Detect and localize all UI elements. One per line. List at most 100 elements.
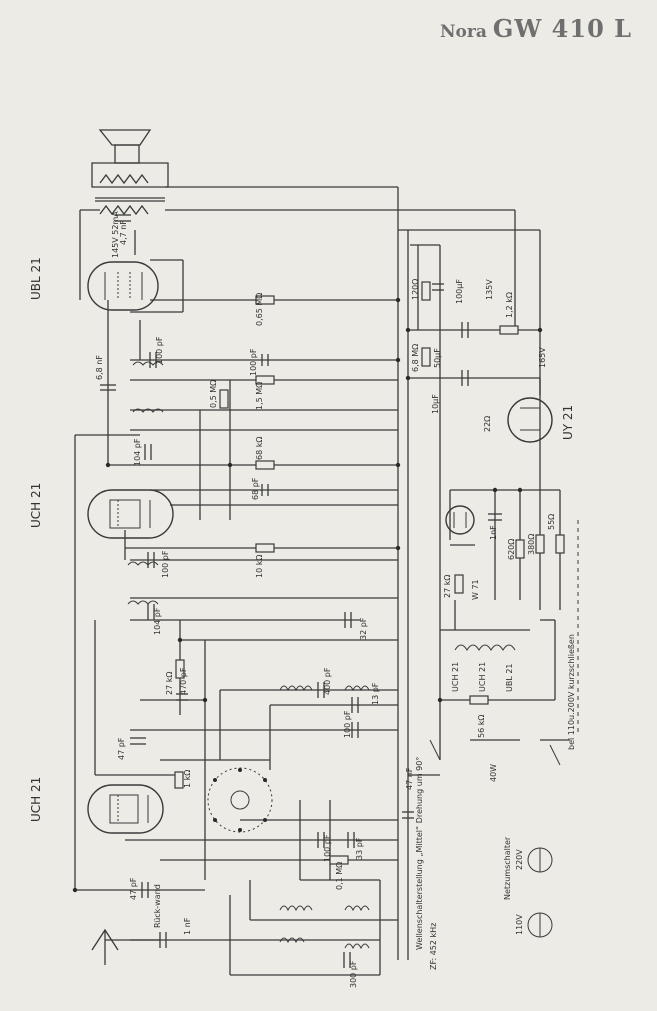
zf-note: ZF: 452 kHz [429, 923, 438, 970]
label-r56k: 56 kΩ [477, 715, 486, 738]
rf-coil-1 [279, 905, 313, 912]
if-coil-1 [132, 361, 164, 366]
potentiometer-05m[interactable] [219, 389, 229, 409]
label-r27k: 27 kΩ [165, 672, 174, 695]
label-c400pf: 400 pF [323, 667, 332, 695]
tube-label-uy21: UY 21 [561, 405, 575, 440]
tube-label-ubl21: UBL 21 [29, 257, 43, 300]
label-lamp-uch: UCH 21 [451, 662, 460, 692]
label-r68k: 68 kΩ [255, 437, 264, 460]
label-c50uf: 50µF [433, 348, 442, 368]
label-c32pf: 32 pF [359, 617, 368, 640]
label-v165: 165V [538, 347, 547, 368]
wave-switch-note: Wellenschalterstellung „Mittel“ Drehung … [415, 757, 424, 950]
resistor-68m [421, 347, 431, 367]
label-c68pf: 68 pF [251, 477, 260, 500]
label-fuse: 40W [489, 764, 498, 782]
label-c100pf-e: 100 pF [323, 834, 332, 862]
label-current: 145V 52mA [111, 211, 120, 258]
label-c100pf-b: 100 pF [155, 336, 164, 364]
label-c47pf: 47 pF [117, 737, 126, 760]
resistors [174, 281, 565, 865]
label-c300pf: 300 pF [349, 960, 358, 988]
label-220v: 220V [515, 849, 524, 870]
label-c100pf-c: 100 pF [161, 550, 170, 578]
label-c10uf: 10µF [431, 394, 440, 414]
capacitors [100, 214, 502, 968]
speaker-cone [98, 129, 152, 146]
resistor-27k-b [454, 574, 464, 594]
label-dial-lamp: W 71 [471, 579, 480, 600]
label-r620: 620Ω [507, 539, 516, 560]
label-r1k: 1 kΩ [183, 770, 192, 788]
resistor-27k [175, 659, 185, 679]
tube-label-uch21-upper: UCH 21 [29, 483, 43, 528]
label-c104pf-b: 104 pF [153, 607, 162, 635]
label-c47pf-b: 47 pF [129, 877, 138, 900]
resistor-065m [255, 295, 275, 305]
label-c1nf-b: 1nF [489, 525, 498, 540]
rf-coil-2 [344, 905, 370, 912]
label-lamp-uch2: UCH 21 [478, 662, 487, 692]
component-labels: UBL 21 UCH 21 UCH 21 UY 21 0,65 MΩ 120Ω … [29, 211, 576, 988]
osc-coil-1 [279, 685, 313, 692]
label-c100uf: 100µF [455, 279, 464, 304]
junctions [72, 297, 543, 893]
label-lamp-ubl: UBL 21 [505, 663, 514, 692]
if-coil-4 [127, 600, 159, 605]
wave-switch[interactable] [207, 767, 273, 833]
label-r05m: 0,5 MΩ [209, 380, 218, 408]
label-r10k: 10 kΩ [255, 555, 264, 578]
filament-chain [454, 644, 516, 651]
resistor-68k [255, 460, 275, 470]
resistor-380 [535, 534, 545, 554]
label-r22: 22Ω [483, 416, 492, 432]
if-coil-3 [127, 561, 159, 566]
model-name: GW 410 L [492, 14, 632, 43]
label-c100pf-a: 100 pF [249, 348, 258, 376]
resistor-12k [499, 325, 519, 335]
resistor-620 [515, 539, 525, 559]
resistor-55 [555, 534, 565, 554]
label-c68nf: 6,8 nF [95, 355, 104, 380]
label-c1nf: 1 nF [183, 917, 192, 935]
resistor-56k [469, 695, 489, 705]
label-c33pf: 33 pF [355, 837, 364, 860]
dial-lamp [445, 505, 475, 535]
resistor-120 [421, 281, 431, 301]
label-c13pf: 13 pF [371, 682, 380, 705]
label-rueckwand: Rück-wand [153, 884, 162, 928]
tube-uch21-upper [87, 489, 174, 539]
resistor-1k [174, 771, 184, 789]
tube-label-uch21-lower: UCH 21 [29, 777, 43, 822]
label-c100pf-d: 100 pF [343, 710, 352, 738]
label-c470pf: 470 pF [179, 667, 188, 695]
osc-coil-2 [344, 685, 370, 692]
label-v135: 135V [485, 279, 494, 300]
mains-switch[interactable] [429, 739, 561, 766]
speaker-magnet [114, 144, 140, 164]
output-secondary [99, 173, 149, 185]
resistor-10k [255, 543, 275, 553]
tube-uch21-lower [87, 784, 164, 834]
label-r12k: 1,2 kΩ [505, 292, 514, 318]
label-c47nf-out: 4,7 nF [119, 220, 128, 245]
tube-ubl21 [87, 261, 159, 311]
mains-selector-label: Netzumschalter [503, 836, 512, 900]
label-r15m: 1,5 MΩ [255, 382, 264, 410]
tube-uy21 [507, 397, 553, 443]
label-r55: 55Ω [547, 514, 556, 530]
label-110v: 110V [515, 914, 524, 935]
label-c104pf: 104 pF [133, 438, 142, 466]
label-r380: 380Ω [527, 534, 536, 555]
label-r68m: 6,8 MΩ [411, 344, 420, 372]
label-c47nf: 47 nF [405, 767, 414, 790]
label-r065: 0,65 MΩ [255, 293, 264, 326]
if-coil-2 [132, 408, 164, 413]
coils [127, 361, 516, 950]
label-r27k-b: 27 kΩ [443, 575, 452, 598]
mains-selector[interactable] [527, 847, 553, 938]
